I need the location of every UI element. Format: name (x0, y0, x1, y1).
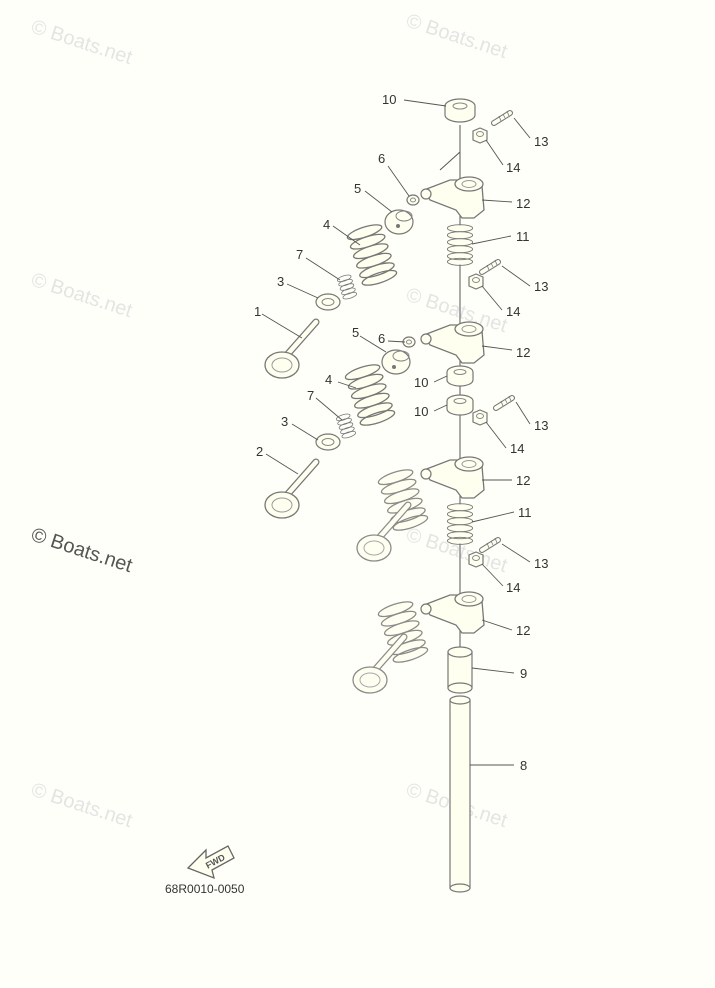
part-10-valve-cap (446, 365, 474, 387)
part-13-adjusting-screw (494, 111, 510, 123)
callout-12: 12 (516, 473, 530, 488)
part-9-shaft-collar (447, 646, 473, 694)
leader-lines (261, 99, 531, 766)
part-14-nut (468, 273, 484, 290)
part-3-spring-seat-washer (315, 293, 341, 311)
watermark-layer: © Boats.net © Boats.net © Boats.net © Bo… (28, 10, 510, 832)
diagram-code: 68R0010-0050 (165, 882, 245, 896)
callout-9: 9 (520, 666, 527, 681)
part-6-valve-collet (406, 194, 420, 206)
callout-12: 12 (516, 196, 530, 211)
part-8-rocker-shaft (449, 695, 471, 893)
watermark: © Boats.net (28, 524, 135, 577)
watermark: © Boats.net (28, 16, 135, 69)
watermark: © Boats.net (28, 779, 135, 832)
callout-5: 5 (354, 181, 361, 196)
part-13-adjusting-screw (496, 396, 512, 408)
callout-13: 13 (534, 279, 548, 294)
callout-11: 11 (516, 229, 530, 244)
callout-8: 8 (520, 758, 527, 773)
callout-14: 14 (506, 304, 520, 319)
callout-3: 3 (281, 414, 288, 429)
callout-5: 5 (352, 325, 359, 340)
part-12-rocker-arm (420, 176, 485, 219)
callout-4: 4 (323, 217, 330, 232)
callout-3: 3 (277, 274, 284, 289)
callout-11: 11 (518, 505, 532, 520)
part-5-spring-retainer (384, 209, 414, 235)
callout-14: 14 (506, 160, 520, 175)
watermark: © Boats.net (403, 10, 510, 63)
callout-labels: 10 13 6 14 5 12 4 11 7 13 3 14 1 6 5 12 … (254, 92, 548, 773)
callout-6: 6 (378, 331, 385, 346)
forward-direction-arrow: FWD (186, 845, 235, 880)
callout-12: 12 (516, 623, 530, 638)
callout-1: 1 (254, 304, 261, 319)
part-2-exhaust-valve (265, 462, 316, 518)
watermark: © Boats.net (28, 269, 135, 322)
part-12-rocker-arm (420, 591, 485, 634)
assembly-axis-line (439, 151, 461, 171)
part-7-valve-stem-seal (336, 273, 358, 301)
callout-12: 12 (516, 345, 530, 360)
callout-10: 10 (414, 404, 428, 419)
callout-6: 6 (378, 151, 385, 166)
part-12-rocker-arm (420, 321, 485, 364)
part-12-rocker-arm (420, 456, 485, 499)
reference-valve-assembly (353, 598, 430, 693)
part-5-spring-retainer (381, 349, 411, 375)
part-3-spring-seat-washer (315, 433, 341, 451)
part-14-nut (472, 127, 488, 144)
part-11-rocker-spring (446, 503, 474, 545)
callout-14: 14 (510, 441, 524, 456)
callout-7: 7 (307, 388, 314, 403)
part-11-rocker-spring (446, 224, 474, 266)
part-10-valve-cap (446, 394, 474, 416)
part-14-nut (468, 551, 484, 568)
part-13-adjusting-screw (482, 260, 498, 272)
callout-13: 13 (534, 418, 548, 433)
part-13-adjusting-screw (482, 538, 498, 550)
callout-2: 2 (256, 444, 263, 459)
callout-4: 4 (325, 372, 332, 387)
callout-10: 10 (414, 375, 428, 390)
part-1-intake-valve (265, 322, 316, 378)
callout-13: 13 (534, 556, 548, 571)
callout-13: 13 (534, 134, 548, 149)
callout-7: 7 (296, 247, 303, 262)
part-14-nut (472, 409, 488, 426)
part-10-valve-cap (444, 98, 476, 123)
callout-10: 10 (382, 92, 396, 107)
callout-14: 14 (506, 580, 520, 595)
